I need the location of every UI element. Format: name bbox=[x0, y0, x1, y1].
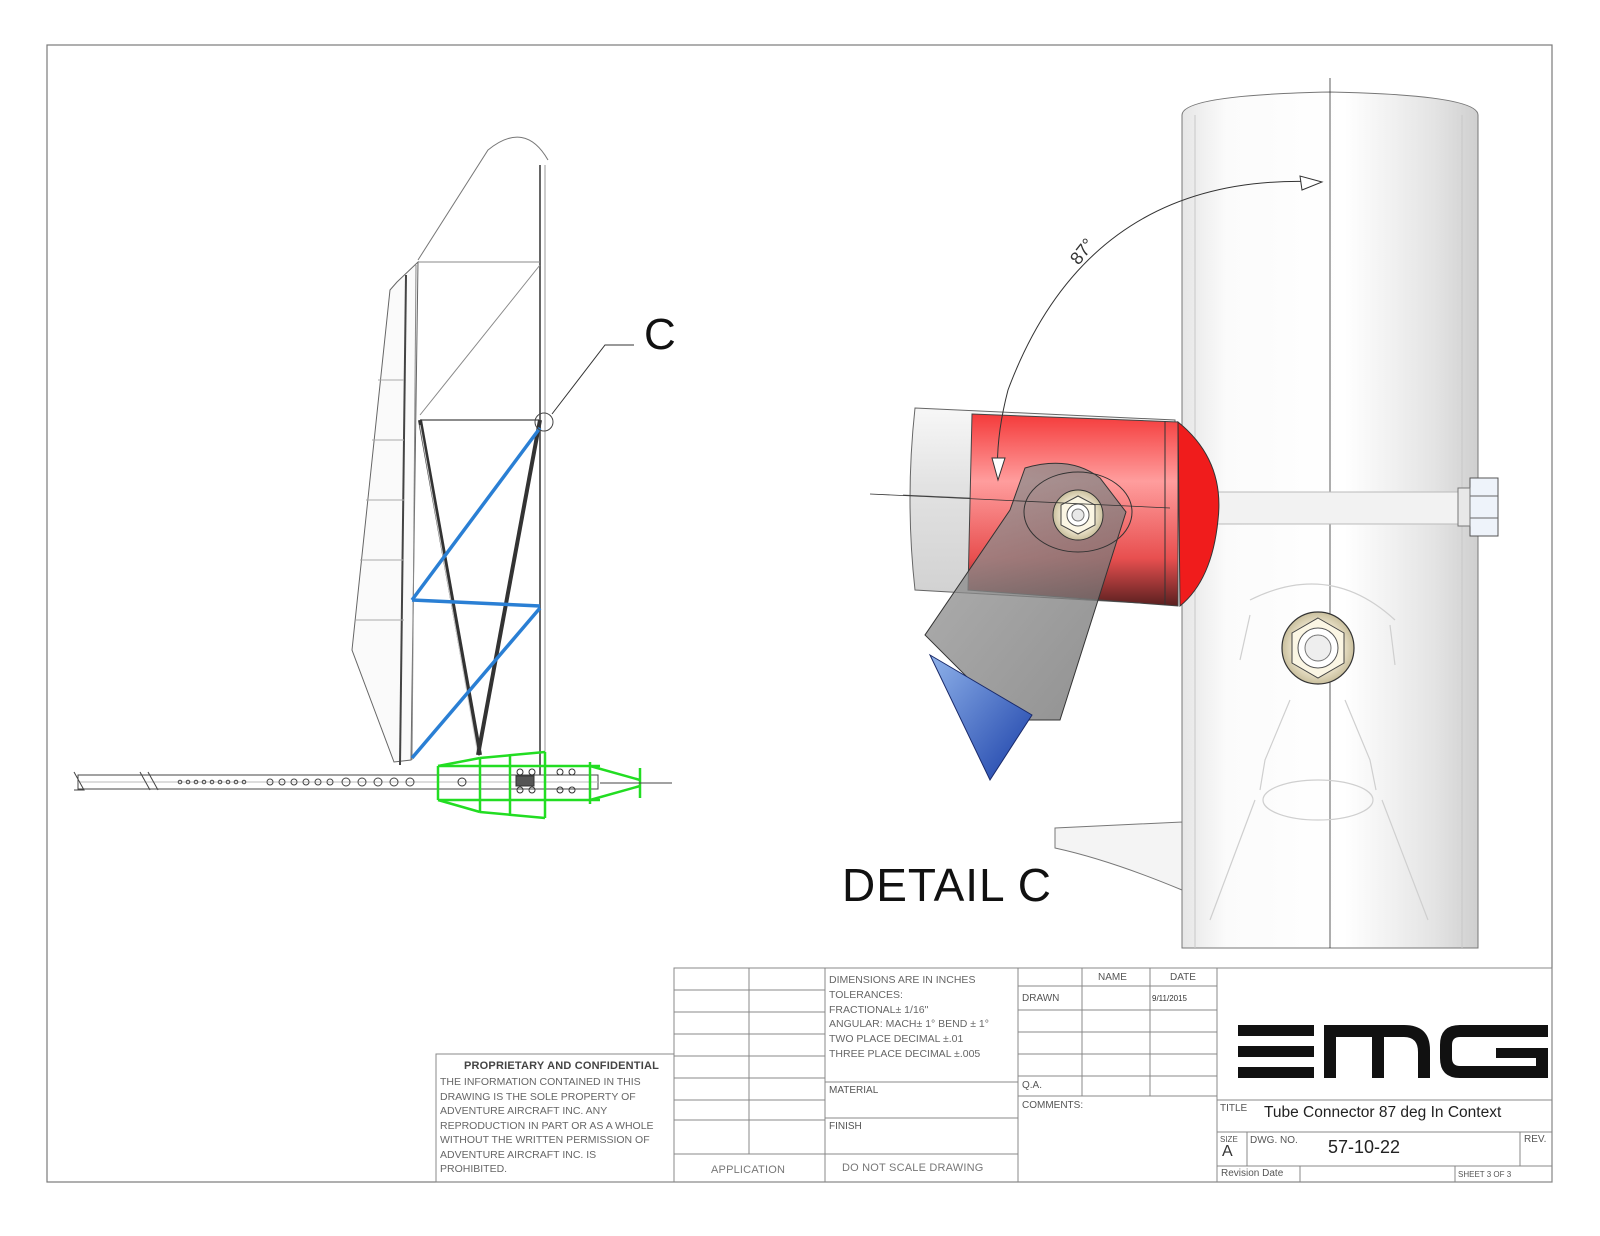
green-engine-frame bbox=[436, 750, 642, 820]
proprietary-text: THE INFORMATION CONTAINED IN THIS DRAWIN… bbox=[440, 1075, 654, 1177]
note-line: TWO PLACE DECIMAL ±.01 bbox=[829, 1033, 964, 1046]
size-value: A bbox=[1222, 1143, 1233, 1160]
blue-flange bbox=[928, 653, 1033, 782]
revision-date-label: Revision Date bbox=[1221, 1168, 1284, 1179]
angle-dimension-arc bbox=[996, 180, 1323, 481]
blue-strut-cross bbox=[411, 598, 541, 608]
callout-leader bbox=[551, 344, 634, 415]
note-line: THREE PLACE DECIMAL ±.005 bbox=[829, 1047, 981, 1060]
detail-c-marker bbox=[534, 412, 554, 432]
note-line: DIMENSIONS ARE IN INCHES bbox=[829, 974, 976, 986]
comments-label: COMMENTS: bbox=[1022, 1100, 1084, 1111]
bolt-head bbox=[1469, 477, 1499, 537]
boom-holes bbox=[177, 777, 415, 787]
proprietary-line: ADVENTURE AIRCRAFT INC. ANY bbox=[440, 1105, 608, 1117]
red-connector-cap bbox=[1177, 420, 1220, 608]
qa-label: Q.A. bbox=[1022, 1080, 1043, 1091]
date-header: DATE bbox=[1170, 972, 1196, 983]
strut-left bbox=[418, 419, 482, 756]
emg-logo bbox=[1238, 1025, 1548, 1078]
sheet-number: SHEET 3 OF 3 bbox=[1458, 1170, 1512, 1179]
drawing-title: Tube Connector 87 deg In Context bbox=[1264, 1104, 1502, 1121]
name-header: NAME bbox=[1098, 972, 1127, 983]
proprietary-line: PROHIBITED. bbox=[440, 1163, 508, 1175]
callout-letter: C bbox=[644, 310, 676, 359]
proprietary-heading: PROPRIETARY AND CONFIDENTIAL bbox=[464, 1060, 660, 1072]
through-bolt bbox=[1199, 491, 1459, 525]
proprietary-line: THE INFORMATION CONTAINED IN THIS bbox=[440, 1076, 641, 1088]
proprietary-line: DRAWING IS THE SOLE PROPERTY OF bbox=[440, 1090, 636, 1103]
side-view-assembly bbox=[73, 136, 672, 820]
title-block-grid bbox=[435, 967, 1553, 1183]
proprietary-line: REPRODUCTION IN PART OR AS A WHOLE bbox=[440, 1119, 654, 1132]
detail-label: DETAIL C bbox=[842, 859, 1052, 911]
title-label: TITLE bbox=[1220, 1103, 1248, 1114]
rod-end-ghost bbox=[1209, 583, 1429, 921]
tolerance-notes: DIMENSIONS ARE IN INCHES TOLERANCES: FRA… bbox=[829, 973, 989, 1062]
proprietary-line: ADVENTURE AIRCRAFT INC. IS bbox=[440, 1148, 597, 1161]
blue-strut-upper bbox=[410, 426, 542, 602]
material-label: MATERIAL bbox=[829, 1085, 879, 1096]
proprietary-line: WITHOUT THE WRITTEN PERMISSION OF bbox=[440, 1134, 650, 1146]
note-line: ANGULAR: MACH± 1° BEND ± 1° bbox=[829, 1018, 989, 1031]
finish-label: FINISH bbox=[829, 1121, 862, 1132]
wing-tip-curve bbox=[417, 136, 549, 261]
bottom-gusset bbox=[1054, 821, 1183, 891]
application-label: APPLICATION bbox=[711, 1164, 786, 1176]
note-line: FRACTIONAL± 1/16" bbox=[829, 1003, 929, 1016]
dwg-no-label: DWG. NO. bbox=[1250, 1135, 1298, 1146]
drawn-label: DRAWN bbox=[1022, 993, 1060, 1004]
dwg-no-value: 57-10-22 bbox=[1328, 1137, 1401, 1157]
rev-label: REV. bbox=[1524, 1134, 1547, 1145]
size-label: SIZE bbox=[1220, 1135, 1238, 1144]
blue-strut-lower bbox=[410, 606, 542, 760]
strut-right bbox=[476, 419, 542, 756]
note-line: TOLERANCES: bbox=[829, 988, 903, 1001]
detail-c-view bbox=[869, 78, 1499, 949]
do-not-scale-label: DO NOT SCALE DRAWING bbox=[842, 1162, 984, 1174]
sail-panel bbox=[351, 260, 419, 763]
drawn-date: 9/11/2015 bbox=[1152, 994, 1187, 1003]
